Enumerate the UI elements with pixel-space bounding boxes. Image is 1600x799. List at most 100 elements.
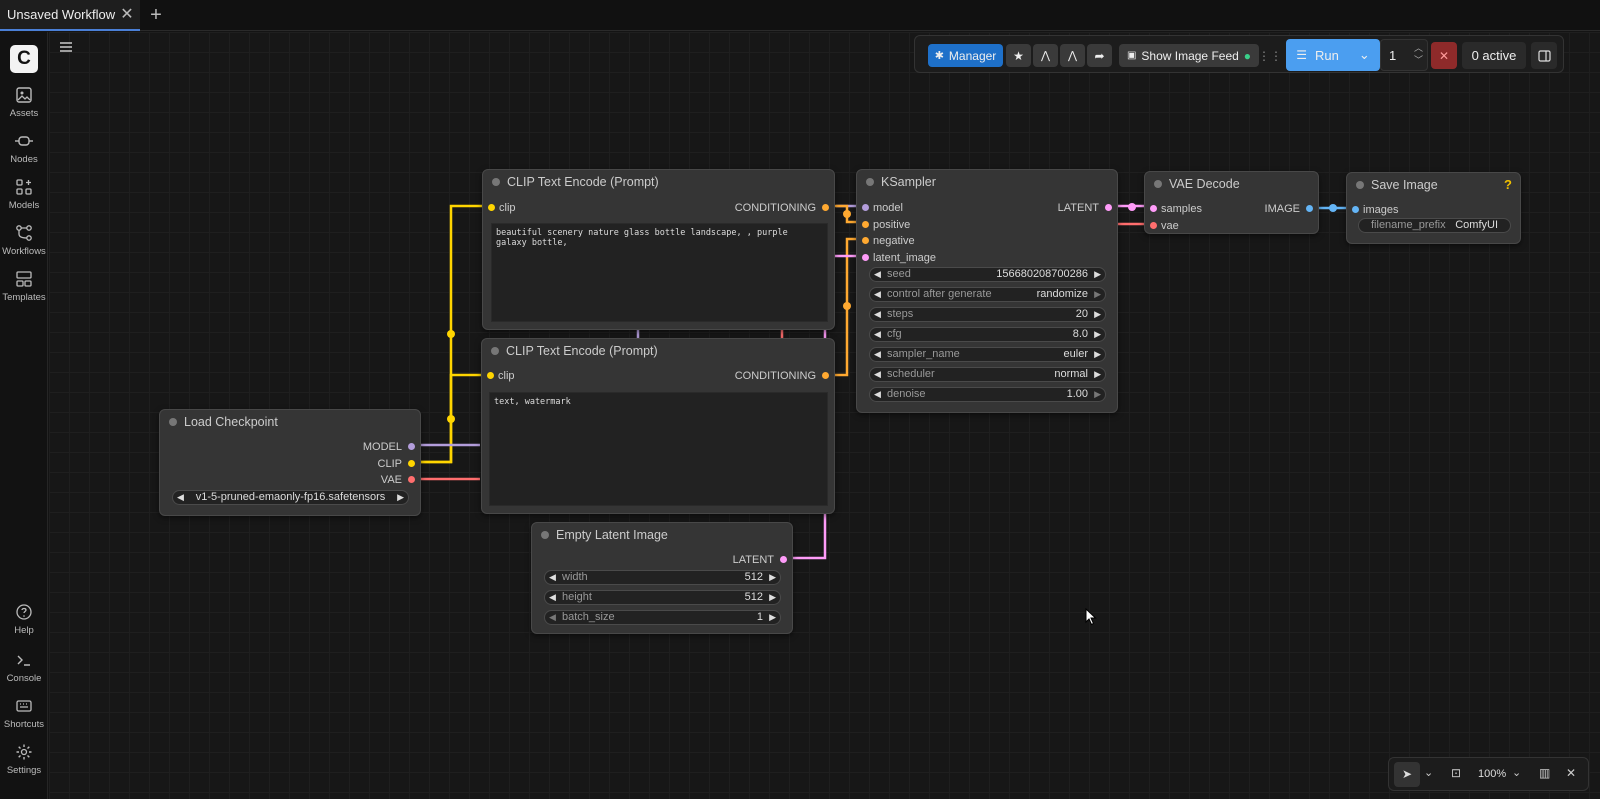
latent-output-socket[interactable] <box>780 556 787 563</box>
conditioning-output-socket[interactable] <box>822 204 829 211</box>
menu-icon[interactable] <box>59 40 73 54</box>
manager-button[interactable]: ✱Manager <box>928 44 1003 67</box>
tab-unsaved-workflow[interactable]: Unsaved Workflow <box>0 0 140 31</box>
help-icon[interactable]: ? <box>1504 177 1512 192</box>
node-clip-text-encode-negative[interactable]: CLIP Text Encode (Prompt) clip CONDITION… <box>481 338 835 514</box>
ckpt-name-widget[interactable]: ◀v1-5-pruned-emaonly-fp16.safetensors▶ <box>172 490 409 505</box>
arrow-left-icon[interactable]: ◀ <box>177 492 184 502</box>
wand-button[interactable]: ⋀ <box>1033 44 1058 67</box>
sidebar-item-nodes[interactable]: Nodes <box>0 132 48 165</box>
model-input-socket[interactable] <box>862 204 869 211</box>
arrow-right-icon[interactable]: ▶ <box>1094 389 1101 399</box>
arrow-left-icon[interactable]: ◀ <box>874 269 881 279</box>
arrow-left-icon[interactable]: ◀ <box>549 592 556 602</box>
arrow-right-icon[interactable]: ▶ <box>769 592 776 602</box>
arrow-left-icon[interactable]: ◀ <box>874 349 881 359</box>
latent-input-socket[interactable] <box>862 254 869 261</box>
arrow-right-icon[interactable]: ▶ <box>1094 269 1101 279</box>
batch-count-input[interactable]: 1 ︿﹀ <box>1380 39 1428 71</box>
run-button[interactable]: ☰Run ⌄ <box>1286 39 1380 71</box>
comfy-logo[interactable]: C <box>10 45 38 73</box>
close-icon[interactable]: ✕ <box>120 6 134 23</box>
sidebar-item-models[interactable]: Models <box>0 178 48 211</box>
sidebar-item-shortcuts[interactable]: Shortcuts <box>0 697 48 730</box>
vae-output-socket[interactable] <box>408 476 415 483</box>
arrow-right-icon[interactable]: ▶ <box>769 572 776 582</box>
arrow-left-icon[interactable]: ◀ <box>874 309 881 319</box>
arrow-right-icon[interactable]: ▶ <box>1094 329 1101 339</box>
zoom-level[interactable]: 100% <box>1478 768 1507 780</box>
hide-links-icon[interactable]: ✕ <box>1566 766 1577 780</box>
latent-output-socket[interactable] <box>1105 204 1112 211</box>
minimap-icon[interactable]: ▥ <box>1539 766 1551 780</box>
fit-view-icon[interactable]: ⊡ <box>1451 766 1462 780</box>
sidebar-item-assets[interactable]: Assets <box>0 86 48 119</box>
node-load-checkpoint[interactable]: Load Checkpoint MODEL CLIP VAE ◀v1-5-pru… <box>159 409 421 516</box>
node-collapse-dot[interactable] <box>1154 180 1162 188</box>
select-mode-button[interactable]: ➤ <box>1394 762 1420 787</box>
arrow-left-icon[interactable]: ◀ <box>549 612 556 622</box>
toggle-panel-button[interactable] <box>1531 42 1557 69</box>
arrow-right-icon[interactable]: ▶ <box>769 612 776 622</box>
sidebar-item-console[interactable]: Console <box>0 651 48 684</box>
stepper-icon[interactable]: ︿﹀ <box>1413 43 1423 65</box>
add-tab-icon[interactable]: + <box>150 4 162 26</box>
images-input-socket[interactable] <box>1352 206 1359 213</box>
zoom-chevron-icon[interactable]: ⌄ <box>1512 767 1522 779</box>
conditioning-output-socket[interactable] <box>822 372 829 379</box>
clip-input-socket[interactable] <box>488 204 495 211</box>
node-collapse-dot[interactable] <box>541 531 549 539</box>
node-collapse-dot[interactable] <box>169 418 177 426</box>
chevron-down-icon[interactable]: ⌄ <box>1424 767 1434 779</box>
show-image-feed-button[interactable]: ▣Show Image Feed● <box>1119 44 1259 67</box>
node-ksampler[interactable]: KSampler model positive negative latent_… <box>856 169 1118 413</box>
arrow-right-icon[interactable]: ▶ <box>1094 289 1101 299</box>
sidebar-item-workflows[interactable]: Workflows <box>0 224 48 257</box>
arrow-left-icon[interactable]: ◀ <box>874 369 881 379</box>
samples-input-socket[interactable] <box>1150 205 1157 212</box>
node-collapse-dot[interactable] <box>866 178 874 186</box>
node-collapse-dot[interactable] <box>1356 181 1364 189</box>
model-output-socket[interactable] <box>408 443 415 450</box>
arrow-right-icon[interactable]: ▶ <box>1094 369 1101 379</box>
arrow-left-icon[interactable]: ◀ <box>874 289 881 299</box>
clip-input-socket[interactable] <box>487 372 494 379</box>
sidebar-item-help[interactable]: Help <box>0 603 48 636</box>
arrow-right-icon[interactable]: ▶ <box>1094 309 1101 319</box>
arrow-right-icon[interactable]: ▶ <box>1094 349 1101 359</box>
share-button[interactable]: ➦ <box>1087 44 1112 67</box>
negative-input-socket[interactable] <box>862 237 869 244</box>
active-queue-button[interactable]: 0 active <box>1462 42 1526 69</box>
positive-input-socket[interactable] <box>862 221 869 228</box>
sidebar-item-templates[interactable]: Templates <box>0 270 48 303</box>
star-button[interactable]: ★ <box>1006 44 1031 67</box>
sidebar-item-settings[interactable]: Settings <box>0 743 48 776</box>
run-dropdown-chevron-icon[interactable]: ⌄ <box>1358 47 1370 62</box>
prompt-textarea[interactable]: text, watermark <box>489 392 828 506</box>
node-clip-text-encode-positive[interactable]: CLIP Text Encode (Prompt) clip CONDITION… <box>482 169 835 330</box>
node-collapse-dot[interactable] <box>491 347 499 355</box>
arrow-left-icon[interactable]: ◀ <box>874 329 881 339</box>
wand-alt-button[interactable]: ⋀ <box>1060 44 1085 67</box>
arrow-left-icon[interactable]: ◀ <box>549 572 556 582</box>
prompt-textarea[interactable]: beautiful scenery nature glass bottle la… <box>491 223 828 322</box>
vae-input-socket[interactable] <box>1150 222 1157 229</box>
node-collapse-dot[interactable] <box>492 178 500 186</box>
arrow-right-icon[interactable]: ▶ <box>397 492 404 502</box>
image-output-socket[interactable] <box>1306 205 1313 212</box>
arrow-left-icon[interactable]: ◀ <box>874 389 881 399</box>
drag-handle-icon[interactable]: ⋮⋮ <box>1258 48 1282 63</box>
